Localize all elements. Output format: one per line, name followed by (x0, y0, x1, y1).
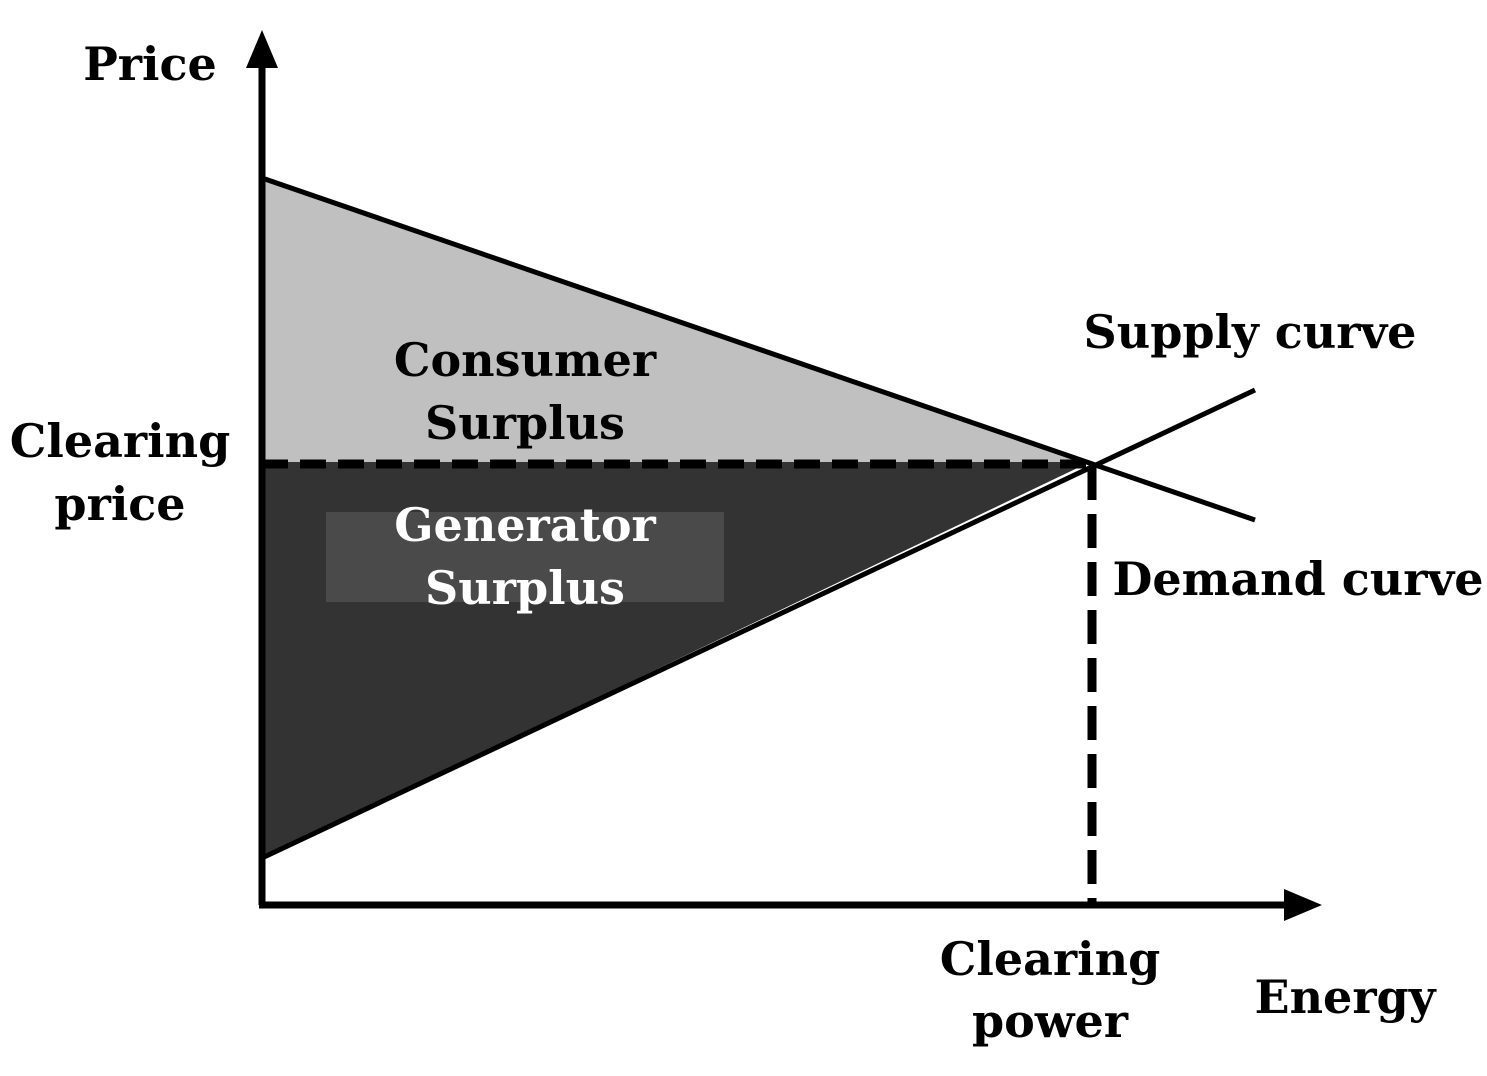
clearing-price-label-line2: price (54, 477, 185, 531)
supply-curve-label: Supply curve (1084, 305, 1417, 359)
y-axis-arrow (246, 30, 278, 68)
demand-curve-line (261, 175, 1256, 523)
x-axis-label: Energy (1255, 970, 1437, 1024)
generator-label-box (326, 512, 724, 602)
generator-surplus-label-line1: Generator (394, 498, 656, 552)
consumer-surplus-label-line2: Surplus (425, 396, 625, 450)
consumer-surplus-label-line1: Consumer (394, 333, 657, 387)
clearing-power-label-line1: Clearing (940, 932, 1160, 986)
generator-surplus-label-line2: Surplus (425, 561, 625, 615)
demand-curve-label: Demand curve (1113, 552, 1484, 606)
clearing-price-label-line1: Clearing (10, 414, 230, 468)
clearing-power-label-line2: power (972, 994, 1129, 1048)
x-axis-arrow (1284, 889, 1322, 921)
y-axis-label: Price (83, 37, 217, 91)
